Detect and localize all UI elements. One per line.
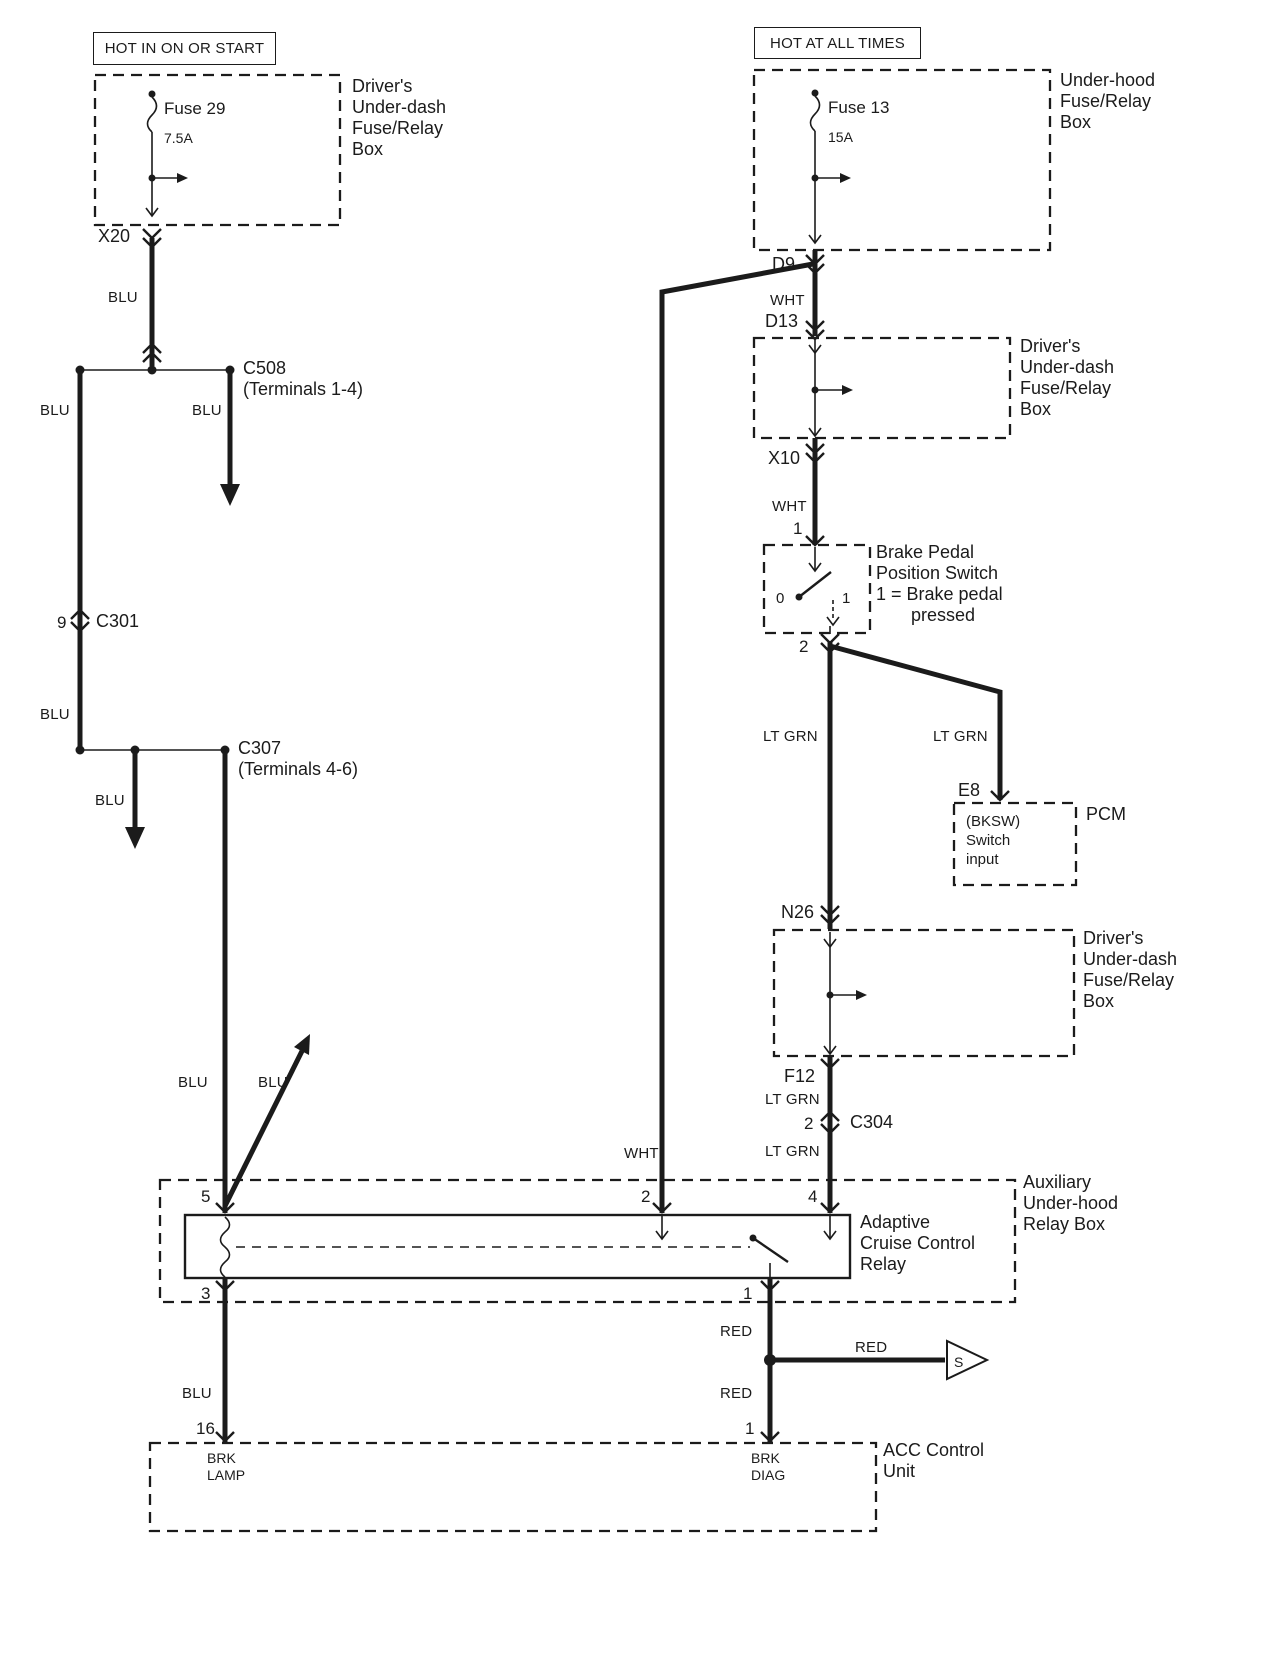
wire-color-blu-3: BLU: [192, 402, 222, 419]
driver-underdash-box-1-label: Driver's Under-dash Fuse/Relay Box: [352, 76, 447, 159]
driver-underdash-box-2-label: Driver's Under-dash Fuse/Relay Box: [1020, 336, 1115, 419]
wire-color-blu-4: BLU: [40, 706, 70, 723]
s-offpage-connector: [946, 1339, 990, 1381]
underhood-box-label: Under-hood Fuse/Relay Box: [1060, 70, 1156, 132]
brake-pedal-switch-label: Brake Pedal Position Switch 1 = Brake pe…: [876, 542, 1003, 625]
wire-color-ltgrn-2: LT GRN: [933, 728, 988, 745]
wire-color-blu-6: BLU: [178, 1074, 208, 1091]
acc-unit-outline: [148, 1441, 878, 1533]
connector-c307-label: C307 (Terminals 4-6): [238, 738, 359, 779]
relay-pin-2: 2: [641, 1187, 651, 1206]
relay-pin-3: 3: [201, 1284, 211, 1303]
wire-color-red-1: RED: [720, 1323, 753, 1340]
wire-wht-long-run: [659, 261, 814, 1213]
hot-at-all-times-label: HOT AT ALL TIMES: [770, 34, 905, 52]
s-connector-label: S: [954, 1354, 964, 1370]
aux-relay-box-label: Auxiliary Under-hood Relay Box: [1023, 1172, 1119, 1234]
wire-color-blu-8: BLU: [182, 1385, 212, 1402]
connector-e8-label: E8: [958, 780, 981, 800]
arrowheads: [125, 173, 867, 1055]
connector-x20-label: X20: [98, 226, 131, 246]
acc-relay-outline: [183, 1213, 852, 1280]
wire-color-ltgrn-1: LT GRN: [763, 728, 818, 745]
hot-in-on-or-start-box: HOT IN ON OR START: [93, 32, 276, 65]
pcm-label: PCM: [1086, 804, 1126, 824]
switch-arm: [798, 571, 832, 598]
wire-color-wht-1: WHT: [770, 292, 805, 309]
pcm-switch-input-label: (BKSW) Switch input: [966, 813, 1021, 868]
connector-c301-pin: 9: [57, 613, 67, 632]
relay-pin-4: 4: [808, 1187, 818, 1206]
fuse29-label: Fuse 29: [164, 99, 226, 118]
relay-coil: [219, 1216, 231, 1278]
driver-underdash-box-3-outline: [772, 928, 1076, 1058]
connector-c508-label: C508 (Terminals 1-4): [243, 358, 364, 399]
driver-underdash-box-2-outline: [752, 336, 1012, 440]
brk-lamp-label: BRK LAMP: [207, 1450, 246, 1483]
relay-pin-5: 5: [201, 1187, 211, 1206]
wire-blu-diagonal: [222, 1049, 305, 1208]
connector-c304-pin: 2: [804, 1114, 814, 1133]
brake-pedal-switch-outline: [762, 543, 872, 635]
acc-pin-1: 1: [745, 1419, 755, 1438]
connector-x10-label: X10: [768, 448, 801, 468]
connector-c301-label: C301: [96, 611, 140, 631]
acc-relay-label: Adaptive Cruise Control Relay: [860, 1212, 976, 1274]
wire-color-wht-3: WHT: [624, 1145, 659, 1162]
relay-pin-1: 1: [743, 1284, 753, 1303]
fuse13-rating: 15A: [828, 129, 853, 145]
wire-ltgrn-to-pcm: [829, 643, 1003, 800]
relay-contact-arm: [752, 1237, 789, 1263]
acc-unit-label: ACC Control Unit: [883, 1440, 985, 1481]
bps-pin-2: 2: [799, 637, 809, 656]
connector-n26-label: N26: [781, 902, 815, 922]
connector-d13-label: D13: [765, 311, 799, 331]
bps-position-0: 0: [776, 590, 785, 607]
fuse29-rating: 7.5A: [164, 130, 193, 146]
connector-c304-label: C304: [850, 1112, 894, 1132]
bps-position-1: 1: [842, 590, 851, 607]
wire-color-blu-7: BLU: [258, 1074, 288, 1091]
fuse13-label: Fuse 13: [828, 98, 890, 117]
internal-circuits: [80, 95, 858, 1278]
connector-d9-label: D9: [772, 254, 796, 274]
pcm-outline: [952, 801, 1078, 887]
wire-color-blu-5: BLU: [95, 792, 125, 809]
brk-diag-label: BRK DIAG: [751, 1450, 786, 1483]
component-outlines: [93, 68, 1078, 1533]
wire-color-red-2: RED: [855, 1339, 888, 1356]
acc-pin-16: 16: [196, 1419, 215, 1438]
wire-color-wht-2: WHT: [772, 498, 807, 515]
power-wires: [77, 238, 1003, 1442]
underhood-box-outline: [752, 68, 1052, 252]
fuse29-element: [146, 96, 158, 133]
connector-symbols: [70, 228, 1010, 1443]
wire-color-blu-2: BLU: [40, 402, 70, 419]
wire-color-blu-1: BLU: [108, 289, 138, 306]
driver-underdash-box-3-label: Driver's Under-dash Fuse/Relay Box: [1083, 928, 1178, 1011]
connector-f12-label: F12: [784, 1066, 816, 1086]
hot-at-all-times-box: HOT AT ALL TIMES: [754, 27, 921, 59]
aux-relay-box-outline: [158, 1178, 1017, 1304]
wire-color-ltgrn-3: LT GRN: [765, 1091, 820, 1108]
wire-color-red-3: RED: [720, 1385, 753, 1402]
fuse13-element: [809, 95, 821, 132]
wire-color-ltgrn-4: LT GRN: [765, 1143, 820, 1160]
bps-pin-1: 1: [793, 519, 803, 538]
hot-in-on-or-start-label: HOT IN ON OR START: [104, 40, 265, 57]
